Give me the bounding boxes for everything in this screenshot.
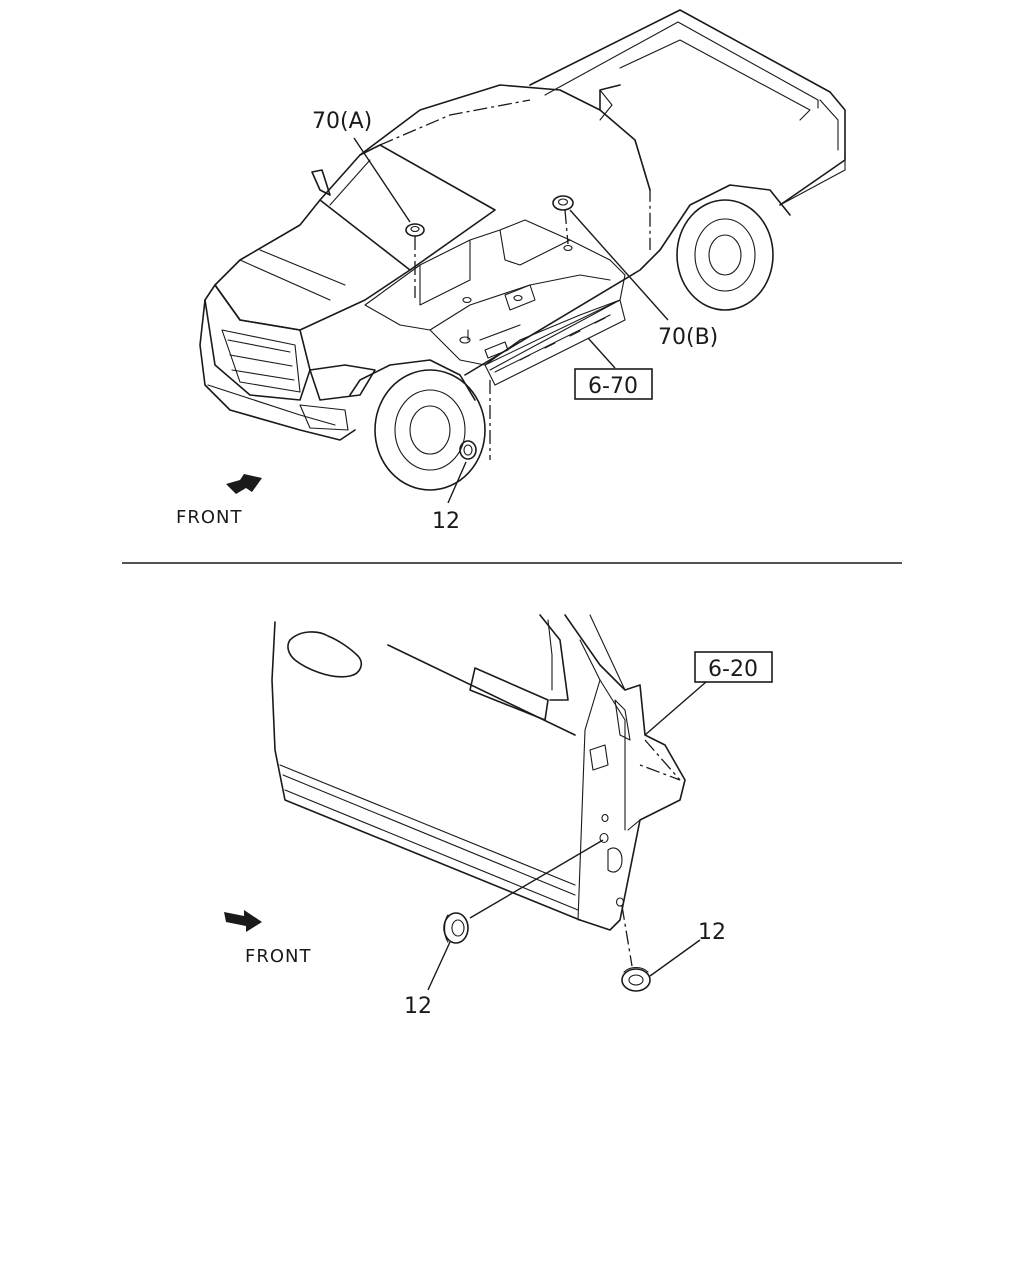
door-illustration: [271, 614, 686, 931]
callout-70a: 70(A): [312, 109, 372, 134]
ref-box-6-70-label: 6-70: [588, 374, 638, 399]
plug-12-top: [459, 380, 491, 460]
insertion-line-left: [469, 839, 604, 919]
leader-70b: [569, 209, 669, 321]
front-label-top: FRONT: [176, 507, 243, 528]
truck-illustration: [199, 9, 846, 491]
leader-6-20: [644, 681, 707, 736]
callout-12-bottom-left: 12: [404, 994, 432, 1019]
plug-70a: [405, 223, 425, 298]
plug-12-bottom-right: [621, 966, 651, 992]
leader-12-bottom-left: [427, 941, 451, 991]
ref-box-6-20[interactable]: [694, 651, 773, 683]
plug-12-bottom-left: [443, 912, 469, 944]
floor-panel-part: [364, 219, 626, 386]
front-arrow-icon: [226, 474, 262, 494]
callout-12-bottom-right: 12: [698, 920, 726, 945]
callout-12-top: 12: [432, 509, 460, 534]
callout-70b: 70(B): [658, 325, 718, 350]
insertion-line-right: [621, 905, 633, 967]
front-arrow-icon: [224, 910, 262, 932]
leader-70a: [353, 137, 411, 223]
ref-box-6-20-label: 6-20: [708, 657, 758, 682]
leader-12-bottom-right: [649, 939, 701, 977]
ref-box-6-70[interactable]: [574, 368, 653, 400]
leader-12-top: [447, 461, 467, 504]
plug-70b: [552, 195, 574, 245]
leader-6-70: [587, 337, 616, 369]
front-label-bottom: FRONT: [245, 946, 312, 967]
